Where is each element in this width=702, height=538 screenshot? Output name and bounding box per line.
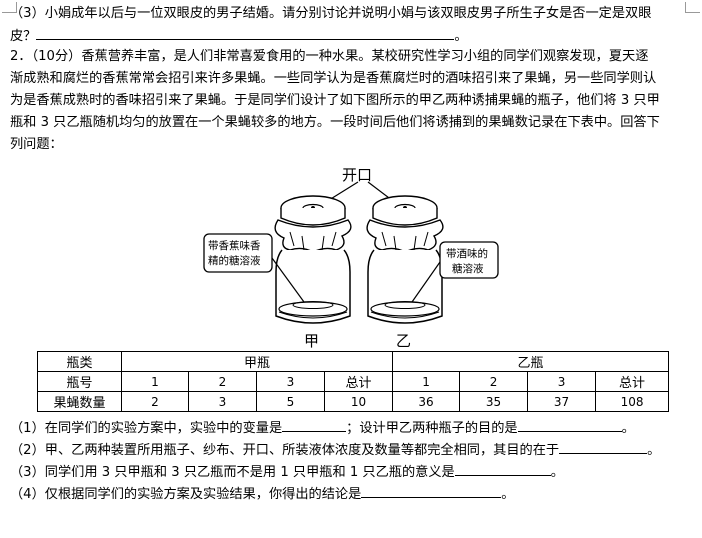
prev-question-text: 皮？ [10,29,37,44]
question-2: （2）甲、乙两种装置所用瓶子、纱布、开口、所装液体浓度及数量等都完全相同，其目的… [10,440,660,460]
table-cell: 总计 [323,371,394,392]
table-cell: 总计 [595,371,670,392]
margin-mark-top-right [685,2,700,13]
callout-pointer-b [411,261,441,303]
prev-question-end: 。 [454,29,468,44]
fruit-fly-table: 瓶类 甲瓶 乙瓶 瓶号 1 2 3 总计 1 2 3 总计 果蝇数量 2 3 5… [37,351,670,412]
intro-line-4: 瓶和 3 只乙瓶随机均匀的放置在一个果蝇较多的地方。一段时间后他们将诱捕到的果蝇… [10,115,660,130]
table-cell: 2 [459,371,529,392]
table-cell: 36 [392,391,461,412]
question-3-blank[interactable] [454,462,551,476]
callout-box-b [439,241,499,279]
jar-a-tag-line-2: 精的糖溶液 [208,255,261,267]
question-1-blank-b[interactable] [517,418,622,432]
jar-b-tag-line-2: 糖溶液 [452,263,484,275]
question-4-blank[interactable] [361,484,502,498]
question-2-end: 。 [647,443,661,458]
question-3-end: 。 [550,465,564,480]
question-2-text: （2）甲、乙两种装置所用瓶子、纱布、开口、所装液体浓度及数量等都完全相同，其目的… [10,443,560,458]
table-cell: 1 [392,371,461,392]
header-bottle-number: 瓶号 [37,371,122,392]
table-cell: 3 [188,391,257,412]
callout-box-a [203,233,273,273]
jar-b [366,195,444,324]
table-cell: 35 [459,391,529,412]
table-cell: 5 [256,391,325,412]
header-fly-count: 果蝇数量 [37,391,122,412]
intro-line-2: 渐成熟和腐烂的香蕉常常会招引来许多果蝇。一些同学认为是香蕉腐烂时的酒味招引来了果… [10,71,657,86]
jar-a-label: 甲 [304,332,320,350]
question-1-blank-a[interactable] [282,418,347,432]
question-3-text: （3）同学们用 3 只甲瓶和 3 只乙瓶而不是用 1 只甲瓶和 1 只乙瓶的意义… [10,465,455,480]
jar-b-label: 乙 [396,332,412,350]
jar-a [274,195,352,324]
table-cell: 3 [527,371,597,392]
prev-question-answer-blank[interactable] [36,26,455,40]
prev-question-line-1: （3）小娟成年以后与一位双眼皮的男子结婚。请分别讨论并说明小娟与该双眼皮男子所生… [10,6,652,21]
question-4-end: 。 [501,487,515,502]
question-4: （4）仅根据同学们的实验方案及实验结果，你得出的结论是 。 [10,484,514,504]
prev-question-line-2: 皮？ 。 [10,26,468,46]
table-row: 瓶类 甲瓶 乙瓶 [37,351,670,372]
bottle-illustration [203,181,499,324]
table-cell: 108 [595,391,670,412]
table-cell: 10 [323,391,394,412]
header-bottle-type: 瓶类 [37,351,122,372]
table-cell: 37 [527,391,597,412]
opening-label: 开口 [342,166,373,184]
table-row: 瓶号 1 2 3 总计 1 2 3 总计 [37,371,670,392]
intro-line-1: 2．（10分）香蕉营养丰富，是人们非常喜爱食用的一种水果。某校研究性学习小组的同… [10,49,649,64]
callout-pointer-a [271,257,305,303]
table-cell: 3 [256,371,325,392]
question-1-end: 。 [621,421,635,436]
group-jar-b: 乙瓶 [392,351,670,372]
question-3: （3）同学们用 3 只甲瓶和 3 只乙瓶而不是用 1 只甲瓶和 1 只乙瓶的意义… [10,462,564,482]
bottle-figure: 开口 带香蕉味香 精的糖溶液 带酒味的 糖溶液 甲 乙 [190,162,520,352]
table-cell: 2 [121,391,189,412]
table-cell: 2 [188,371,257,392]
question-4-text: （4）仅根据同学们的实验方案及实验结果，你得出的结论是 [10,487,362,502]
table-row: 果蝇数量 2 3 5 10 36 35 37 108 [37,391,670,412]
group-jar-a: 甲瓶 [120,351,394,372]
table-cell: 1 [121,371,189,392]
intro-line-3: 为是香蕉成熟时的香味招引来了果蝇。于是同学们设计了如下图所示的甲乙两种诱捕果蝇的… [10,93,660,108]
question-2-blank[interactable] [559,440,648,454]
margin-mark-top-left [2,2,17,13]
question-1-part-b: ；设计甲乙两种瓶子的目的是 [346,421,518,436]
intro-line-5: 列问题： [10,137,63,152]
jar-b-tag-line-1: 带酒味的 [446,248,488,260]
question-1: （1）在同学们的实验方案中，实验中的变量是 ；设计甲乙两种瓶子的目的是 。 [10,418,635,438]
question-1-part-a: （1）在同学们的实验方案中，实验中的变量是 [10,421,283,436]
jar-a-tag-line-1: 带香蕉味香 [208,240,261,252]
